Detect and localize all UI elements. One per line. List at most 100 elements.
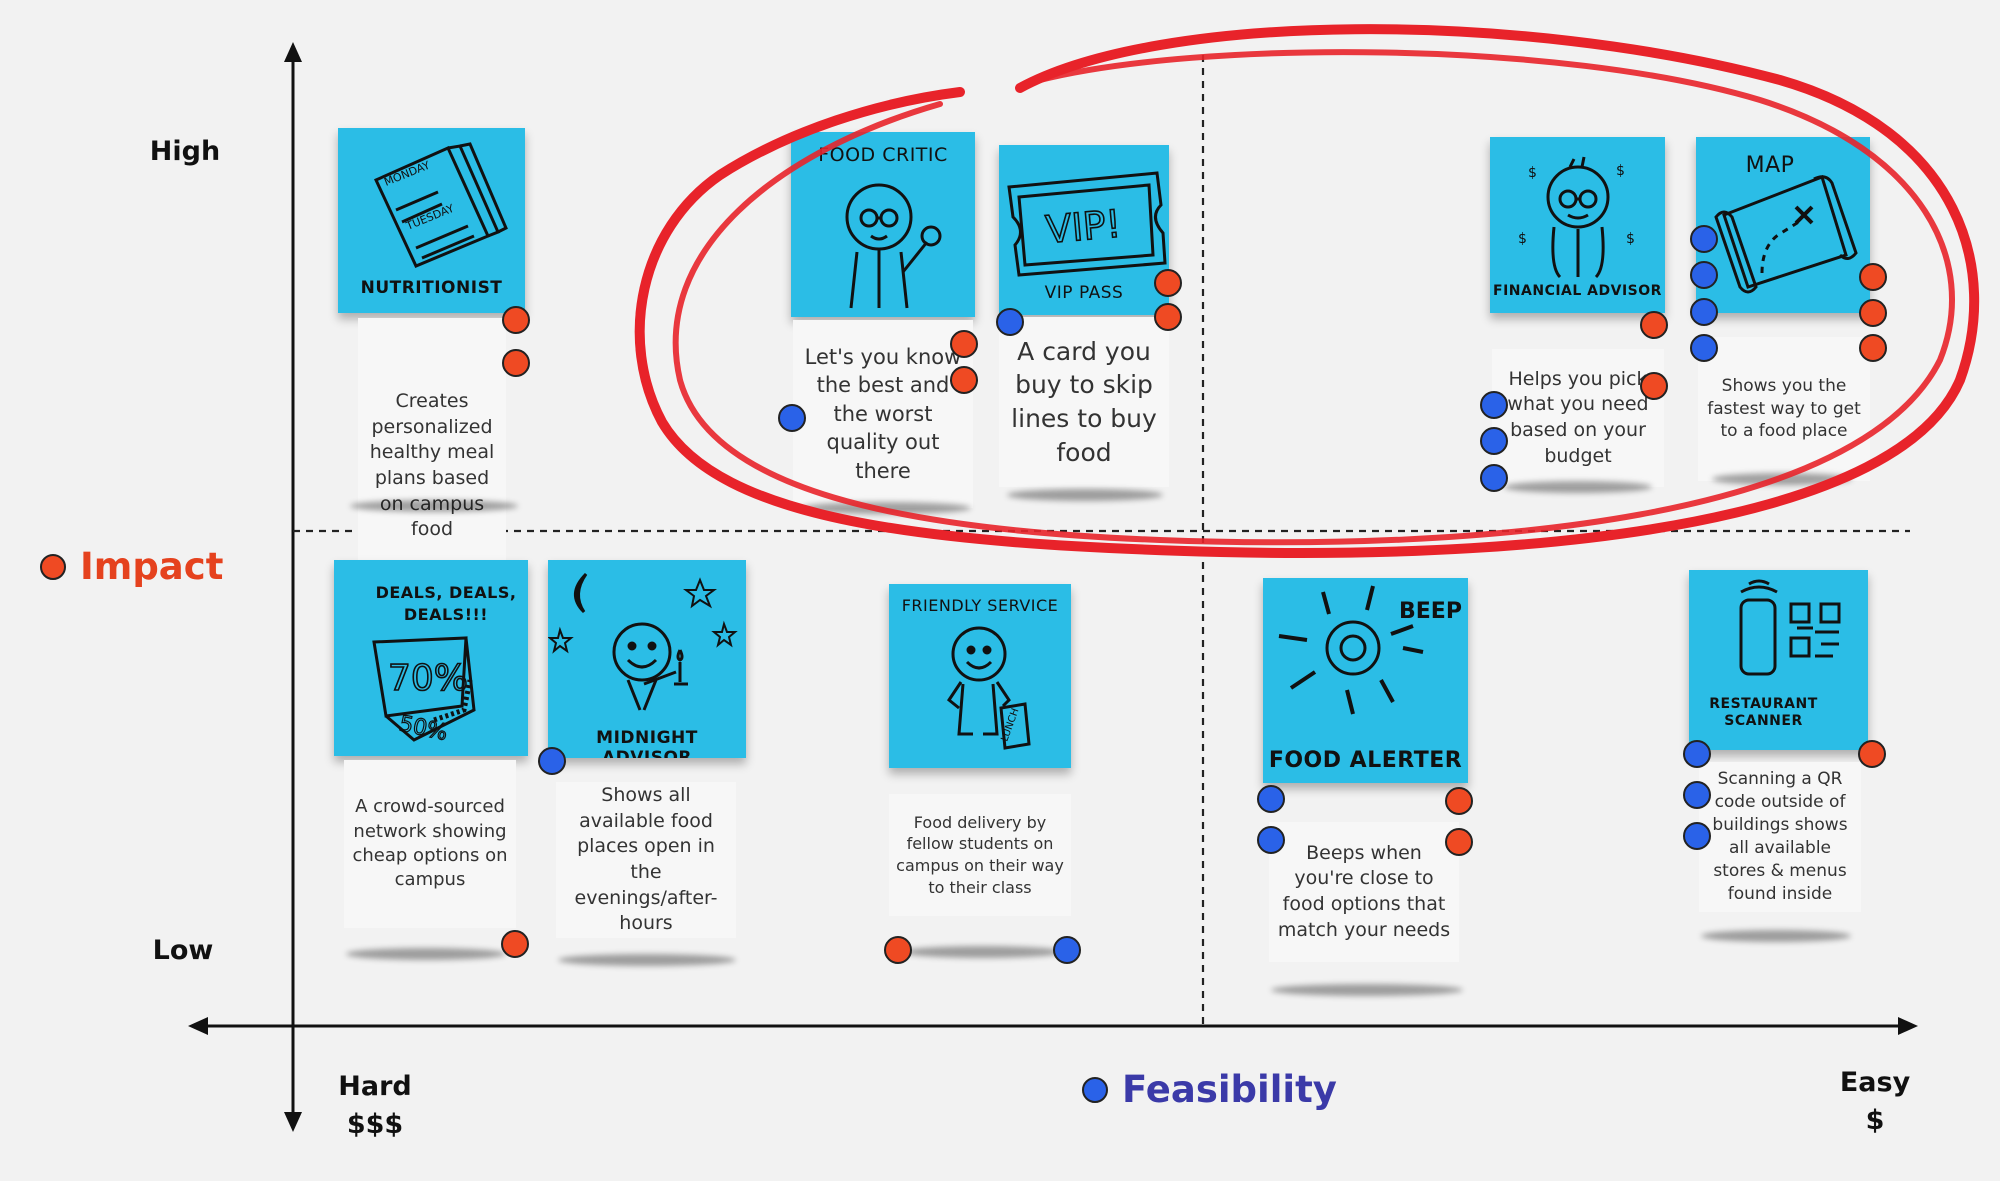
friendly-service-description: Food delivery by fellow students on camp… xyxy=(889,794,1071,916)
feasibility-vote-dot[interactable] xyxy=(1690,261,1718,289)
feasibility-vote-dot[interactable] xyxy=(1683,822,1711,850)
financial-advisor-description: Helps you pick what you need based on yo… xyxy=(1492,349,1664,487)
x-axis-arrow-right xyxy=(1898,1017,1918,1035)
hard-cost-label: $$$ xyxy=(346,1109,404,1140)
discount-tag-icon: 70% 50% xyxy=(372,636,476,747)
person-with-lunch-bag-icon: LUNCH xyxy=(946,626,1031,750)
dollar-sketch-text: $ xyxy=(1528,165,1537,181)
phone-qr-code-icon xyxy=(1739,579,1841,676)
impact-vote-dot[interactable] xyxy=(950,330,978,358)
x-axis-arrow-left xyxy=(188,1017,208,1035)
impact-vote-dot[interactable] xyxy=(1640,311,1668,339)
y-axis-arrow-bottom xyxy=(284,1112,302,1132)
feasibility-legend-dot xyxy=(1082,1076,1108,1103)
monday-sketch-text: MONDAY xyxy=(382,159,432,189)
impact-vote-dot[interactable] xyxy=(1858,740,1886,768)
sticky-nutritionist[interactable]: MONDAY TUESDAY NUTRITIONIST xyxy=(338,128,525,313)
feasibility-vote-dot[interactable] xyxy=(1053,936,1081,964)
easy-cost-label: $ xyxy=(1865,1105,1885,1136)
hard-label: Hard xyxy=(338,1071,412,1102)
beeping-bell-icon: BEEP xyxy=(1278,585,1462,715)
impact-vote-dot[interactable] xyxy=(950,366,978,394)
sticky-food-alerter[interactable]: BEEP FOOD ALERTER xyxy=(1263,578,1468,783)
food-alerter-shadow xyxy=(1271,984,1463,996)
financial-advisor-title: FINANCIAL ADVISOR xyxy=(1493,283,1662,299)
x-axis-easy-label: Easy $ xyxy=(1810,1064,1940,1140)
sticky-financial-advisor[interactable]: $ $ $ $ FINANCIAL ADVISOR xyxy=(1490,137,1665,313)
impact-vote-dot[interactable] xyxy=(1445,787,1473,815)
food-critic-shadow xyxy=(801,502,971,514)
sticky-restaurant-scanner[interactable]: RESTAURANT SCANNER xyxy=(1689,570,1868,750)
impact-vote-dot[interactable] xyxy=(1154,303,1182,331)
map-shadow xyxy=(1712,473,1852,485)
nutritionist-title: NUTRITIONIST xyxy=(360,278,503,298)
moon-and-candle-icon xyxy=(548,572,738,711)
dollar-sketch-text: $ xyxy=(1518,231,1527,247)
impact-vote-dot[interactable] xyxy=(1640,372,1668,400)
deals-shadow xyxy=(346,948,506,960)
deals-description: A crowd-sourced network showing cheap op… xyxy=(344,760,516,928)
sticky-midnight-advisor[interactable]: MIDNIGHT ADVISOR xyxy=(548,560,746,758)
impact-vote-dot[interactable] xyxy=(1859,263,1887,291)
sticky-food-critic[interactable]: FOOD CRITIC xyxy=(791,132,975,317)
restaurant-scanner-title: RESTAURANT SCANNER xyxy=(1709,696,1818,729)
feasibility-vote-dot[interactable] xyxy=(538,747,566,775)
impact-vote-dot[interactable] xyxy=(502,349,530,377)
map-title: MAP xyxy=(1745,153,1795,178)
restaurant-scanner-shadow xyxy=(1701,930,1851,942)
impact-vote-dot[interactable] xyxy=(1859,299,1887,327)
x-axis-hard-label: Hard $$$ xyxy=(310,1068,440,1144)
food-alerter-description: Beeps when you're close to food options … xyxy=(1269,822,1459,962)
feasibility-vote-dot[interactable] xyxy=(1257,826,1285,854)
impact-vote-dot[interactable] xyxy=(1445,828,1473,856)
feasibility-vote-dot[interactable] xyxy=(996,308,1024,336)
impact-vote-dot[interactable] xyxy=(884,936,912,964)
midnight-advisor-title: MIDNIGHT ADVISOR xyxy=(596,728,698,758)
feasibility-vote-dot[interactable] xyxy=(1690,298,1718,326)
feasibility-vote-dot[interactable] xyxy=(778,404,806,432)
restaurant-scanner-description: Scanning a QR code outside of buildings … xyxy=(1699,762,1861,912)
financial-advisor-shadow xyxy=(1504,481,1652,493)
feasibility-legend-label: Feasibility xyxy=(1122,1068,1337,1111)
dollar-sketch-text: $ xyxy=(1626,231,1635,247)
feasibility-vote-dot[interactable] xyxy=(1690,334,1718,362)
sticky-vip-pass[interactable]: VIP! VIP PASS xyxy=(999,145,1169,315)
beep-sketch-text: BEEP xyxy=(1399,599,1462,624)
impact-vote-dot[interactable] xyxy=(1154,269,1182,297)
easy-label: Easy xyxy=(1839,1067,1911,1098)
newspaper-icon: MONDAY TUESDAY xyxy=(373,142,508,268)
dollar-sketch-text: $ xyxy=(1616,163,1625,179)
impact-vote-dot[interactable] xyxy=(1859,334,1887,362)
y-axis-high-label: High xyxy=(149,136,221,167)
midnight-advisor-description: Shows all available food places open in … xyxy=(556,782,736,938)
food-critic-description: Let's you know the best and the worst qu… xyxy=(793,320,973,508)
y-axis-arrow-top xyxy=(284,42,302,62)
feasibility-vote-dot[interactable] xyxy=(1683,740,1711,768)
food-alerter-title: FOOD ALERTER xyxy=(1268,748,1463,773)
feasibility-vote-dot[interactable] xyxy=(1683,781,1711,809)
deals-title: DEALS, DEALS, DEALS!!! xyxy=(375,583,517,624)
feasibility-vote-dot[interactable] xyxy=(1480,464,1508,492)
feasibility-vote-dot[interactable] xyxy=(1480,391,1508,419)
vip-pass-shadow xyxy=(1007,489,1163,501)
nutritionist-shadow xyxy=(350,500,518,512)
vip-pass-title: VIP PASS xyxy=(1044,283,1124,303)
impact-vote-dot[interactable] xyxy=(502,306,530,334)
food-critic-title: FOOD CRITIC xyxy=(818,144,948,166)
midnight-advisor-shadow xyxy=(558,954,736,966)
friendly-service-shadow xyxy=(903,946,1063,958)
map-description: Shows you the fastest way to get to a fo… xyxy=(1698,337,1870,481)
sticky-deals[interactable]: 70% 50% DEALS, DEALS, DEALS!!! xyxy=(334,560,528,756)
vip-sketch-text: VIP! xyxy=(1044,202,1123,252)
feasibility-vote-dot[interactable] xyxy=(1690,225,1718,253)
vip-pass-description: A card you buy to skip lines to buy food xyxy=(999,317,1169,487)
sticky-friendly-service[interactable]: LUNCH FRIENDLY SERVICE xyxy=(889,584,1071,768)
feasibility-vote-dot[interactable] xyxy=(1257,785,1285,813)
sticky-map[interactable]: MAP xyxy=(1696,137,1870,313)
seventy-percent-sketch-text: 70% xyxy=(388,658,468,699)
impact-legend-label: Impact xyxy=(80,545,224,588)
feasibility-legend: Feasibility xyxy=(1082,1068,1337,1111)
y-axis-low-label: Low xyxy=(152,935,214,966)
impact-vote-dot[interactable] xyxy=(501,930,529,958)
feasibility-vote-dot[interactable] xyxy=(1480,427,1508,455)
